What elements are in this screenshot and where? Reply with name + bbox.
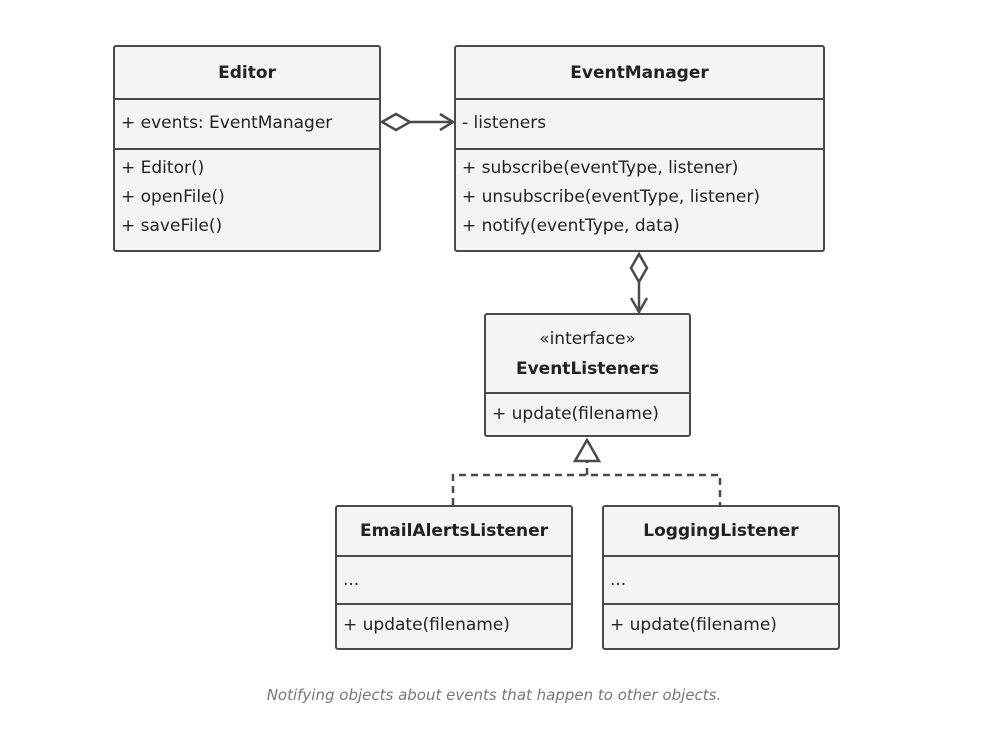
class-editor-fields: + events: EventManager (115, 98, 379, 148)
class-emailalertslistener: EmailAlertsListener ... + update(filenam… (335, 505, 573, 650)
class-eventmanager-method: + unsubscribe(eventType, listener) (462, 187, 760, 207)
class-emailalertslistener-fields: ... (337, 555, 571, 603)
class-editor-method: + openFile() (121, 187, 225, 207)
class-editor-methods: + Editor() + openFile() + saveFile() (115, 148, 379, 241)
class-emailalertslistener-field: ... (343, 570, 360, 590)
interface-eventlisteners-methods: + update(filename) (486, 392, 689, 429)
class-emailalertslistener-methods: + update(filename) (337, 603, 571, 640)
class-logginglistener-name: LoggingListener (643, 521, 799, 541)
interface-stereotype: «interface» (539, 328, 636, 349)
interface-eventlisteners-method: + update(filename) (492, 404, 659, 424)
interface-eventlisteners-name: EventListeners (515, 358, 660, 379)
class-emailalertslistener-method: + update(filename) (343, 615, 510, 635)
class-eventmanager-method: + subscribe(eventType, listener) (462, 158, 739, 178)
realization-connectors (451, 437, 722, 505)
class-eventmanager-field: - listeners (462, 113, 547, 133)
class-logginglistener-header: LoggingListener (604, 507, 838, 555)
class-eventmanager-method: + notify(eventType, data) (462, 216, 680, 236)
class-logginglistener: LoggingListener ... + update(filename) (602, 505, 840, 650)
eventmanager-to-eventlisteners-aggregation (629, 251, 649, 315)
class-logginglistener-method: + update(filename) (610, 615, 777, 635)
class-eventmanager-fields: - listeners (456, 98, 823, 148)
class-eventmanager-header: EventManager (456, 47, 823, 98)
diagram-caption: Notifying objects about events that happ… (266, 686, 722, 704)
class-logginglistener-fields: ... (604, 555, 838, 603)
interface-eventlisteners: «interface» EventListeners + update(file… (484, 313, 691, 437)
class-eventmanager-methods: + subscribe(eventType, listener) + unsub… (456, 148, 823, 241)
class-logginglistener-methods: + update(filename) (604, 603, 838, 640)
class-editor-name: Editor (218, 62, 276, 83)
class-emailalertslistener-name: EmailAlertsListener (359, 521, 549, 541)
realization-triangle-icon (572, 437, 602, 463)
class-logginglistener-field: ... (610, 570, 627, 590)
class-editor: Editor + events: EventManager + Editor()… (113, 45, 381, 252)
class-emailalertslistener-header: EmailAlertsListener (337, 507, 571, 555)
class-eventmanager-name: EventManager (570, 62, 709, 83)
interface-eventlisteners-header: «interface» EventListeners (486, 315, 689, 392)
class-eventmanager: EventManager - listeners + subscribe(eve… (454, 45, 825, 252)
class-editor-method: + Editor() (121, 158, 205, 178)
class-editor-method: + saveFile() (121, 216, 223, 236)
class-editor-header: Editor (115, 47, 379, 98)
class-editor-field: + events: EventManager (121, 113, 333, 133)
editor-to-eventmanager-aggregation (379, 112, 456, 132)
